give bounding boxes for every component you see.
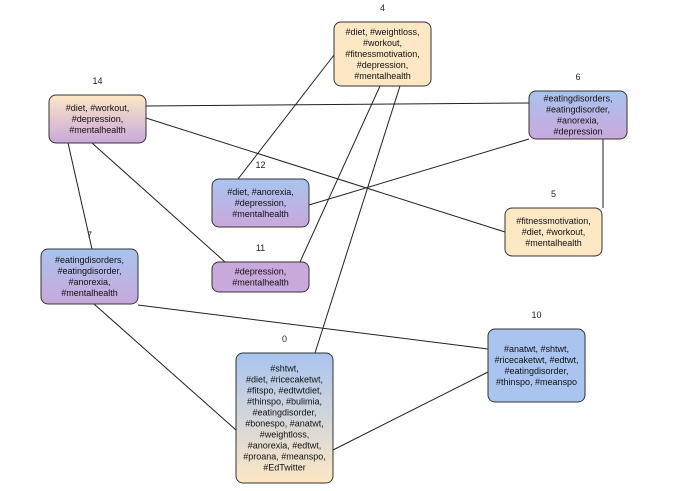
- node-12-text-line: #diet, #anorexia,: [227, 187, 294, 197]
- node-4-id-label: 4: [380, 3, 385, 13]
- node-12-id-label: 12: [255, 160, 265, 170]
- node-7-text-line: #eatingdisorders,: [55, 255, 124, 265]
- node-12-box: [211, 178, 310, 228]
- edge-7-10: [137, 304, 489, 350]
- node-0-text-line: #bonespo, #anatwt,: [245, 419, 324, 429]
- node-4-text-line: #depression,: [357, 60, 409, 70]
- node-0-text-line: #weightloss,: [260, 430, 310, 440]
- node-7-text-line: #anorexia,: [68, 277, 110, 287]
- node-7-text-line: #eatingdisorder,: [57, 266, 121, 276]
- node-0-text-line: #proana, #meanspo,: [243, 452, 326, 462]
- edge-4-0: [314, 85, 401, 354]
- node-12-text-line: #depression,: [235, 198, 287, 208]
- node-7-id-label: 7: [87, 230, 92, 240]
- node-12-text-line: #mentalhealth: [232, 209, 289, 219]
- node-5: 5 #fitnessmotivation,#diet, #workout,#men…: [504, 189, 603, 257]
- node-11: 11 #depression,#mentalhealth: [211, 243, 310, 293]
- edge-14-5: [145, 117, 506, 233]
- node-10: 10#anatwt, #shtwt,#ricecaketwt, #edtwt,#…: [487, 310, 586, 403]
- node-7-text-line: #mentalhealth: [61, 288, 118, 298]
- node-6-text-line: #depression: [553, 127, 602, 137]
- node-4-text-line: #workout,: [363, 38, 402, 48]
- edge-7-0: [93, 303, 237, 431]
- edge-14-6: [145, 102, 530, 107]
- node-0-text-line: #thinspo, #bulimia,: [247, 397, 322, 407]
- node-4-box: [333, 21, 432, 87]
- node-6-text-line: #eatingdisorder,: [546, 105, 610, 115]
- node-6-id-label: 6: [575, 72, 580, 82]
- node-0: 0 #shtwt,#diet, #ricecaketwt,#fitspo, #ed…: [235, 334, 334, 484]
- node-6-text-line: #anorexia,: [557, 116, 599, 126]
- nodes-layer: 4#diet, #weightloss,#workout,#fitnessmot…: [40, 3, 628, 484]
- node-6-text-line: #eatingdisorders,: [543, 94, 612, 104]
- node-0-box: [235, 352, 334, 484]
- node-14: 14 #diet, #workout,#depression,#mentalhea…: [48, 76, 147, 144]
- node-5-text-line: #mentalhealth: [525, 238, 582, 248]
- node-0-text-line: #diet, #ricecaketwt,: [246, 375, 323, 385]
- node-10-box: [487, 328, 586, 403]
- node-7-box: [40, 248, 139, 305]
- node-10-text-line: #ricecaketwt, #edtwt,: [494, 355, 578, 365]
- edge-6-12: [308, 138, 530, 206]
- node-11-text-line: #mentalhealth: [232, 278, 289, 288]
- node-14-id-label: 14: [92, 76, 102, 86]
- node-4-text-line: #mentalhealth: [354, 71, 411, 81]
- node-0-text-line: #anorexia, #edtwt,: [248, 441, 322, 451]
- node-4-text-line: #diet, #weightloss,: [345, 27, 419, 37]
- edges-layer: [67, 54, 604, 451]
- node-4-text-line: #fitnessmotivation,: [345, 49, 420, 59]
- node-0-text-line: #EdTwitter: [263, 463, 306, 473]
- node-10-text-line: #thinspo, #meanspo: [496, 377, 577, 387]
- node-0-text-line: #fitspo, #edtwtdiet,: [247, 386, 322, 396]
- edge-4-12: [237, 54, 335, 180]
- node-14-text-line: #mentalhealth: [69, 125, 126, 135]
- node-4: 4 #diet, #weightloss,#workout,#fitnessmot…: [333, 3, 432, 87]
- node-14-text-line: #depression,: [72, 114, 124, 124]
- node-0-text-line: #eatingdisorder,: [252, 408, 316, 418]
- node-14-text-line: #diet, #workout,: [66, 103, 130, 113]
- node-7: 7 #eatingdisorders,#eatingdisorder,#anore…: [40, 230, 139, 305]
- node-11-id-label: 11: [256, 243, 265, 253]
- node-0-text-line: #shtwt,: [270, 364, 299, 374]
- node-6-box: [528, 90, 628, 140]
- node-11-box: [211, 261, 310, 293]
- node-0-id-label: 0: [282, 334, 287, 344]
- node-5-text-line: #fitnessmotivation,: [516, 216, 591, 226]
- node-5-box: [504, 207, 603, 257]
- edge-14-11: [91, 142, 226, 263]
- node-5-id-label: 5: [551, 189, 556, 199]
- node-12: 12 #diet, #anorexia,#depression,#mentalhe…: [211, 160, 310, 228]
- node-11-text-line: #depression,: [235, 267, 287, 277]
- node-5-text-line: #diet, #workout,: [522, 227, 586, 237]
- edge-4-11: [299, 85, 381, 263]
- node-10-text-line: #anatwt, #shtwt,: [504, 344, 569, 354]
- edge-10-0: [332, 371, 489, 451]
- node-6: 6 #eatingdisorders,#eatingdisorder,#anore…: [528, 72, 628, 140]
- node-10-text-line: #eatingdisorder,: [504, 366, 568, 376]
- edge-14-7: [67, 142, 93, 250]
- node-10-id-label: 10: [531, 310, 541, 320]
- node-14-box: [48, 94, 147, 144]
